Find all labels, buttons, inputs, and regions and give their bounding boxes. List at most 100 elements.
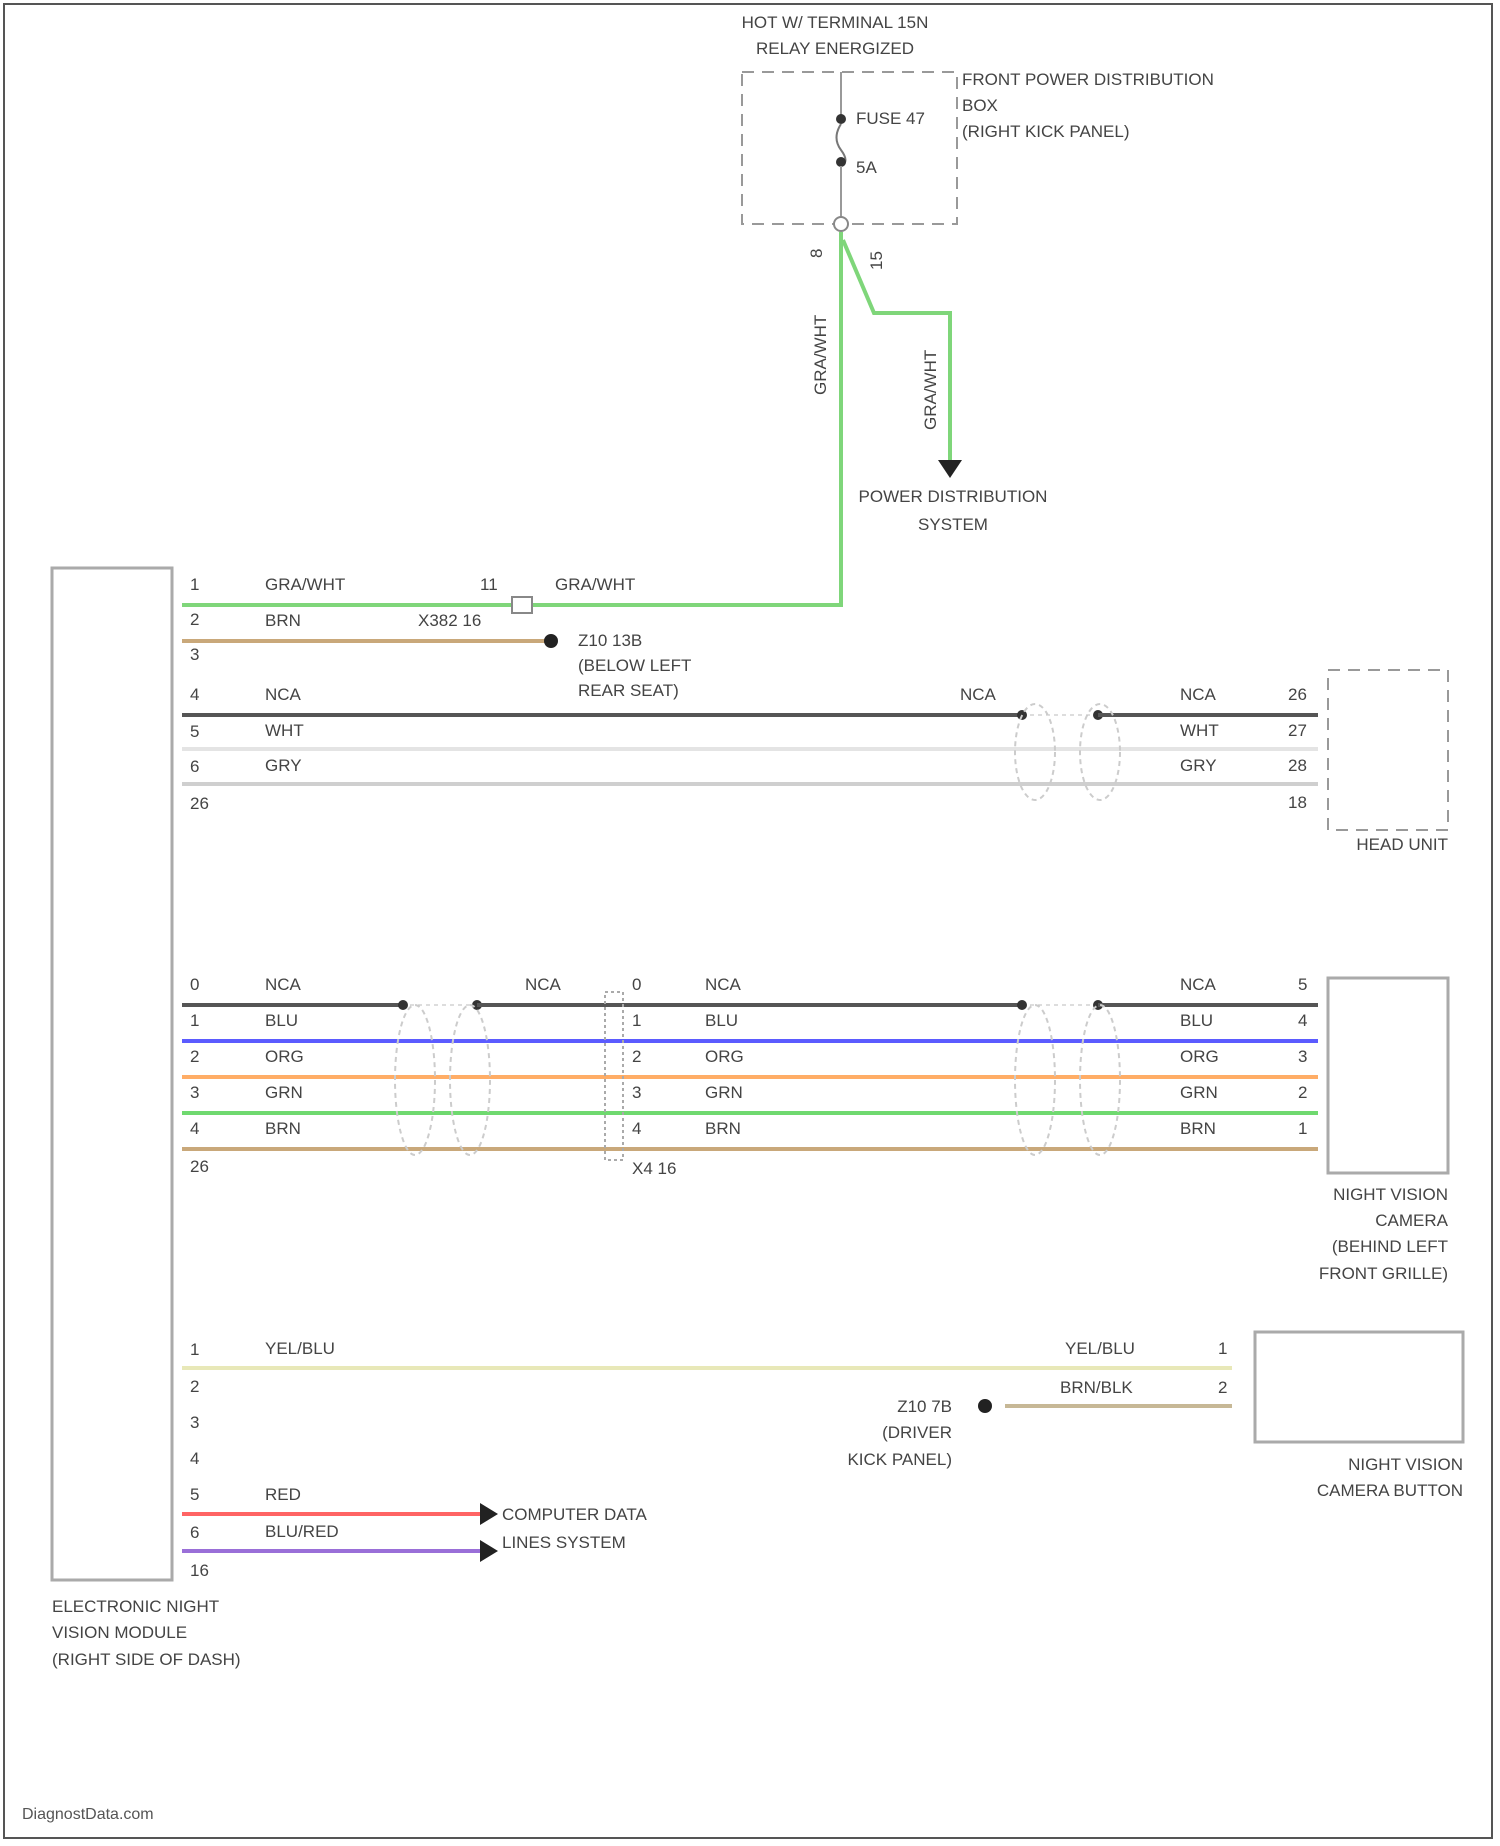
cam-pin-4: 4	[1298, 1011, 1307, 1030]
cam-pin-5: 5	[1298, 975, 1307, 994]
wire-blu-red-label: BLU/RED	[265, 1522, 339, 1541]
wire-yel-blu-right-label: YEL/BLU	[1065, 1339, 1135, 1358]
g2-right-nca-label: NCA	[1180, 975, 1217, 994]
x4-pin-3: 3	[632, 1083, 641, 1102]
box-label-3: (RIGHT KICK PANEL)	[962, 122, 1130, 141]
g2-right-org-label: ORG	[1180, 1047, 1219, 1066]
g2-nca-dot-1	[398, 1000, 408, 1010]
front-power-distribution-box	[742, 72, 957, 224]
wire-wht-label: WHT	[265, 721, 304, 740]
g2-mid-blu-label: BLU	[705, 1011, 738, 1030]
fuse-amp-label: 5A	[856, 158, 877, 177]
box-connector-terminal	[834, 217, 848, 231]
g2-shield-2a	[1015, 1005, 1055, 1155]
g2-pin-26: 26	[190, 1157, 209, 1176]
ground-z10-7b	[978, 1399, 992, 1413]
wire-gra-wht-right-label: GRA/WHT	[555, 575, 635, 594]
g1-pin-4: 4	[190, 685, 199, 704]
ground-7b-label-2: (DRIVER	[882, 1423, 952, 1442]
g3-pin-3: 3	[190, 1413, 199, 1432]
cam-label-2: CAMERA	[1375, 1211, 1448, 1230]
g2-right-blu-label: BLU	[1180, 1011, 1213, 1030]
g3-pin-1: 1	[190, 1340, 199, 1359]
cam-label-4: FRONT GRILLE)	[1319, 1264, 1448, 1283]
ground-z10-13b	[544, 634, 558, 648]
g3-pin-2: 2	[190, 1377, 199, 1396]
g3-pin-4: 4	[190, 1449, 199, 1468]
g2-wire-org-label: ORG	[265, 1047, 304, 1066]
wire-gry-label: GRY	[265, 756, 302, 775]
g2-mid-nca-label: NCA	[705, 975, 742, 994]
g3-pin-5: 5	[190, 1485, 199, 1504]
inline-connector-x382	[512, 597, 532, 613]
wire-red-label: RED	[265, 1485, 301, 1504]
btn-pin-2: 2	[1218, 1378, 1227, 1397]
box-label-2: BOX	[962, 96, 998, 115]
cam-pin-2: 2	[1298, 1083, 1307, 1102]
red-arrow	[480, 1503, 498, 1525]
g2-wire-nca-mid-label: NCA	[525, 975, 562, 994]
fuse-terminal-top	[836, 114, 846, 124]
g3-pin-16: 16	[190, 1561, 209, 1580]
cds-label-1: COMPUTER DATA	[502, 1505, 647, 1524]
ground-7b-label-1: Z10 7B	[897, 1397, 952, 1416]
g2-mid-grn-label: GRN	[705, 1083, 743, 1102]
fuse-terminal-bottom	[836, 157, 846, 167]
wire-gra-wht-vertical-label: GRA/WHT	[811, 315, 830, 395]
g1-pin-1: 1	[190, 575, 199, 594]
btn-label-2: CAMERA BUTTON	[1317, 1481, 1463, 1500]
cds-label-2: LINES SYSTEM	[502, 1533, 626, 1552]
g2-mid-brn-label: BRN	[705, 1119, 741, 1138]
module-label-3: (RIGHT SIDE OF DASH)	[52, 1650, 241, 1669]
ground-13b-label-2: (BELOW LEFT	[578, 656, 691, 675]
g2-wire-blu-label: BLU	[265, 1011, 298, 1030]
g2-pin-1: 1	[190, 1011, 199, 1030]
btn-label-1: NIGHT VISION	[1348, 1455, 1463, 1474]
g2-pin-4: 4	[190, 1119, 199, 1138]
x4-label: X4 16	[632, 1159, 676, 1178]
g1-pin-2: 2	[190, 610, 199, 629]
electronic-night-vision-module	[52, 568, 172, 1580]
wire-gra-wht-feed	[520, 232, 841, 605]
x4-pin-0: 0	[632, 975, 641, 994]
g1-pin-6: 6	[190, 757, 199, 776]
g2-nca-dot-3	[1017, 1000, 1027, 1010]
cam-label-3: (BEHIND LEFT	[1332, 1237, 1448, 1256]
x4-pin-2: 2	[632, 1047, 641, 1066]
night-vision-camera-button	[1255, 1332, 1463, 1442]
hot-label-2: RELAY ENERGIZED	[756, 39, 914, 58]
g2-shield-1b	[450, 1005, 490, 1155]
pds-label-1: POWER DISTRIBUTION	[859, 487, 1048, 506]
wire-wht-right-label: WHT	[1180, 721, 1219, 740]
g2-shield-1a	[395, 1005, 435, 1155]
cam-pin-3: 3	[1298, 1047, 1307, 1066]
x382-label: X382 16	[418, 611, 481, 630]
g2-mid-org-label: ORG	[705, 1047, 744, 1066]
box-pin-a: 8	[807, 249, 826, 258]
hu-pin-18: 18	[1288, 793, 1307, 812]
module-label-2: VISION MODULE	[52, 1623, 187, 1642]
g2-shield-2b	[1080, 1005, 1120, 1155]
g1-pin-26: 26	[190, 794, 209, 813]
wire-nca-right-label: NCA	[1180, 685, 1217, 704]
wire-nca-label: NCA	[265, 685, 302, 704]
x4-pin-1: 1	[632, 1011, 641, 1030]
module-label-1: ELECTRONIC NIGHT	[52, 1597, 219, 1616]
head-unit-label: HEAD UNIT	[1356, 835, 1448, 854]
hu-pin-28: 28	[1288, 756, 1307, 775]
g2-wire-brn-label: BRN	[265, 1119, 301, 1138]
g2-pin-2: 2	[190, 1047, 199, 1066]
conn-pin-11: 11	[480, 575, 498, 594]
hot-label-1: HOT W/ TERMINAL 15N	[742, 13, 929, 32]
wire-gra-wht-label: GRA/WHT	[265, 575, 345, 594]
box-label-1: FRONT POWER DISTRIBUTION	[962, 70, 1214, 89]
g1-pin-3: 3	[190, 645, 199, 664]
wire-brn-blk-label: BRN/BLK	[1060, 1378, 1133, 1397]
g2-pin-0: 0	[190, 975, 199, 994]
hu-pin-26: 26	[1288, 685, 1307, 704]
wire-yel-blu-label: YEL/BLU	[265, 1339, 335, 1358]
pds-arrow	[938, 460, 962, 478]
fuse-label: FUSE 47	[856, 109, 925, 128]
hu-pin-27: 27	[1288, 721, 1307, 740]
